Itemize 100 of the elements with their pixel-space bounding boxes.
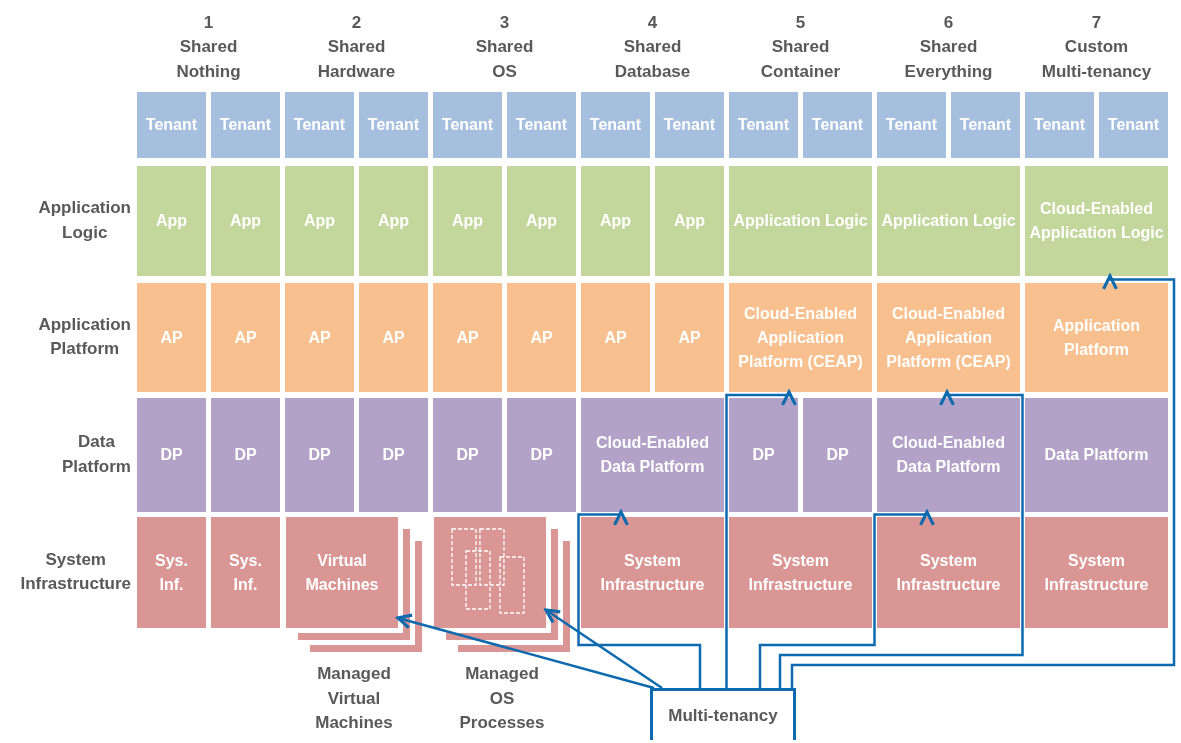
application-platform-box bbox=[729, 283, 872, 392]
column-header: 7 bbox=[1091, 12, 1102, 34]
tenant-box bbox=[137, 92, 206, 158]
cell-label: Tenant bbox=[514, 115, 569, 135]
application-logic-box bbox=[729, 166, 872, 276]
cell-label: DP bbox=[307, 445, 332, 465]
column-header: Custom Multi-tenancy bbox=[1041, 36, 1152, 83]
multi-tenancy-box bbox=[650, 688, 796, 740]
cell-label: AP bbox=[159, 327, 184, 348]
application-logic-box bbox=[285, 166, 354, 276]
cell-label: Cloud-Enabled Application Platform (CEAP) bbox=[737, 303, 864, 372]
arrow bbox=[577, 510, 702, 688]
cell-label: Tenant bbox=[440, 115, 495, 135]
infrastructure-box bbox=[729, 517, 872, 628]
application-logic-box bbox=[137, 166, 206, 276]
data-platform-box bbox=[581, 398, 724, 512]
cell-label: Tenant bbox=[810, 115, 865, 135]
tenant-box bbox=[803, 92, 872, 158]
tenant-box bbox=[433, 92, 502, 158]
data-platform-box bbox=[803, 398, 872, 512]
cell-label: System Infrastructure bbox=[747, 550, 854, 595]
arrow bbox=[778, 390, 1024, 688]
cell-label: App bbox=[672, 211, 707, 231]
application-logic-box bbox=[1025, 166, 1168, 276]
application-platform-box bbox=[1025, 283, 1168, 392]
infrastructure-box bbox=[877, 517, 1020, 628]
data-platform-box bbox=[1025, 398, 1168, 512]
cell-label: Data Platform bbox=[1043, 445, 1150, 465]
cell-label: Tenant bbox=[292, 115, 347, 135]
application-platform-box bbox=[877, 283, 1020, 392]
tenant-box bbox=[1025, 92, 1094, 158]
cell-label: Cloud-Enabled Data Platform bbox=[891, 433, 1006, 477]
stack-caption: Managed Virtual Machines bbox=[315, 663, 393, 735]
cell-label: Cloud-Enabled Application Logic bbox=[1028, 199, 1165, 243]
application-logic-box bbox=[433, 166, 502, 276]
cell-label: Tenant bbox=[662, 115, 717, 135]
tenant-box bbox=[877, 92, 946, 158]
data-platform-box bbox=[877, 398, 1020, 512]
cell-label: Tenant bbox=[736, 115, 791, 135]
cell-label: Sys. Inf. bbox=[228, 550, 263, 595]
cell-label: DP bbox=[455, 445, 480, 465]
column-header: 2 bbox=[351, 12, 362, 34]
application-platform-box bbox=[359, 283, 428, 392]
column-header: 1 bbox=[203, 12, 214, 34]
data-platform-box bbox=[285, 398, 354, 512]
infrastructure-box bbox=[211, 517, 280, 628]
cell-label: DP bbox=[825, 445, 850, 465]
cell-label: App bbox=[302, 211, 337, 231]
row-label: Application Platform bbox=[38, 313, 131, 361]
infrastructure-box bbox=[581, 517, 724, 628]
column-header: Shared Nothing bbox=[176, 36, 241, 83]
application-logic-box bbox=[359, 166, 428, 276]
data-platform-box bbox=[359, 398, 428, 512]
row-label: Data Platform bbox=[62, 431, 131, 478]
cell-label: Application Platform bbox=[1051, 315, 1142, 360]
data-platform-box bbox=[137, 398, 206, 512]
column-header: 3 bbox=[499, 12, 510, 34]
cell-label: App bbox=[598, 211, 633, 231]
row-label: Application Logic bbox=[38, 197, 131, 244]
application-logic-box bbox=[211, 166, 280, 276]
cell-label: App bbox=[228, 211, 263, 231]
cell-label: AP bbox=[677, 327, 702, 348]
arrow bbox=[544, 608, 663, 690]
tenant-box bbox=[729, 92, 798, 158]
application-platform-box bbox=[285, 283, 354, 392]
cell-label: System Infrastructure bbox=[599, 550, 706, 595]
tenant-box bbox=[655, 92, 724, 158]
application-platform-box bbox=[655, 283, 724, 392]
cell-label: App bbox=[376, 211, 411, 231]
column-header: Shared OS bbox=[475, 36, 534, 83]
tenant-box bbox=[1099, 92, 1168, 158]
application-platform-box bbox=[137, 283, 206, 392]
application-platform-box bbox=[433, 283, 502, 392]
data-platform-box bbox=[507, 398, 576, 512]
application-platform-box bbox=[581, 283, 650, 392]
application-logic-box bbox=[877, 166, 1020, 276]
tenant-box bbox=[951, 92, 1020, 158]
cell-label: AP bbox=[381, 327, 406, 348]
cell-label: System Infrastructure bbox=[1043, 550, 1150, 595]
data-platform-box bbox=[211, 398, 280, 512]
column-header: 6 bbox=[943, 12, 954, 34]
tenant-box bbox=[581, 92, 650, 158]
cell-label: Tenant bbox=[366, 115, 421, 135]
cell-label: App bbox=[450, 211, 485, 231]
arrow bbox=[790, 274, 1176, 688]
column-header: 5 bbox=[795, 12, 806, 34]
arrow bbox=[396, 613, 655, 690]
column-header: Shared Hardware bbox=[317, 36, 396, 83]
infrastructure-box bbox=[434, 517, 546, 628]
cell-label: Tenant bbox=[144, 115, 199, 135]
arrow bbox=[725, 390, 798, 688]
application-platform-box bbox=[507, 283, 576, 392]
cell-label: DP bbox=[381, 445, 406, 465]
cell-label: Virtual Machines bbox=[304, 550, 380, 595]
application-platform-box bbox=[211, 283, 280, 392]
application-logic-box bbox=[655, 166, 724, 276]
cell-label: Cloud-Enabled Application Platform (CEAP) bbox=[885, 303, 1012, 372]
cell-label: Tenant bbox=[1032, 115, 1087, 135]
cell-label: Cloud-Enabled Data Platform bbox=[595, 433, 710, 477]
stack-caption: Managed OS Processes bbox=[459, 663, 545, 735]
